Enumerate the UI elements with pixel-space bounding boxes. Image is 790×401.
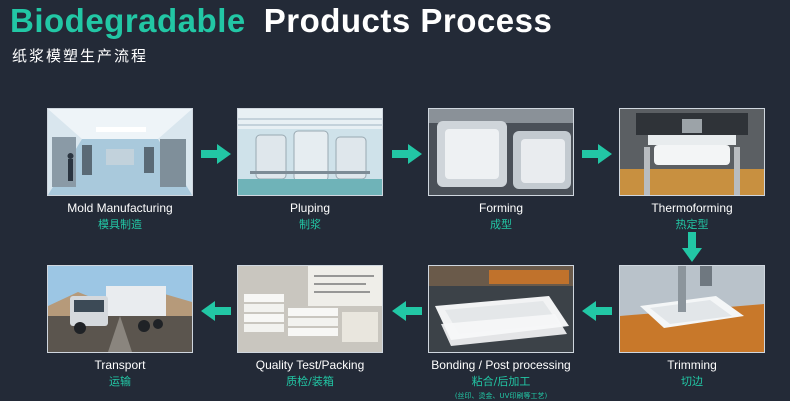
step-label-zh: 粘合/后加工 (471, 375, 531, 388)
step-label-zh: 运输 (109, 375, 131, 388)
step-label-en: Bonding / Post processing (431, 358, 571, 372)
transport-photo (47, 265, 193, 353)
step-quality-test-packing: Quality Test/Packing 质检/装箱 (237, 265, 383, 389)
step-label-en: Mold Manufacturing (67, 201, 173, 215)
step-label-en: Pluping (289, 201, 331, 215)
pluping-photo (237, 108, 383, 196)
page-title: Biodegradable Products Process (10, 2, 552, 40)
arrow-right-icon (582, 144, 612, 164)
step-label-zh: 切边 (681, 375, 703, 388)
step-label-zh: 制浆 (299, 218, 321, 231)
step-label-en: Trimming (667, 358, 717, 372)
arrow-down-icon (682, 232, 702, 262)
step-trimming: Trimming 切边 (619, 265, 765, 389)
step-label-en: Quality Test/Packing (255, 358, 365, 372)
mold-manufacturing-photo (47, 108, 193, 196)
step-label-en: Thermoforming (651, 201, 733, 215)
arrow-left-icon (201, 301, 231, 321)
step-label-zh: 质检/装箱 (286, 375, 334, 388)
thermoforming-photo (619, 108, 765, 196)
title-green: Biodegradable (10, 2, 246, 39)
bonding-photo (428, 265, 574, 353)
step-thermoforming: Thermoforming 热定型 (619, 108, 765, 232)
step-label-zh: 热定型 (675, 218, 709, 231)
arrow-right-icon (392, 144, 422, 164)
step-label-zh: 成型 (490, 218, 512, 231)
forming-photo (428, 108, 574, 196)
trimming-photo (619, 265, 765, 353)
arrow-left-icon (392, 301, 422, 321)
arrow-right-icon (201, 144, 231, 164)
step-label-en: Forming (478, 201, 523, 215)
arrow-left-icon (582, 301, 612, 321)
step-label-note: (丝印、烫金、UV印刷等工艺) (454, 392, 548, 400)
step-transport: Transport 运输 (47, 265, 193, 389)
quality-test-packing-photo (237, 265, 383, 353)
step-pluping: Pluping 制浆 (237, 108, 383, 232)
page-subtitle: 纸浆模塑生产流程 (12, 47, 149, 65)
step-label-zh: 模具制造 (98, 218, 142, 231)
step-bonding-post-processing: Bonding / Post processing 粘合/后加工 (丝印、烫金、… (428, 265, 574, 401)
step-forming: Forming 成型 (428, 108, 574, 232)
step-label-en: Transport (94, 358, 146, 372)
step-mold-manufacturing: Mold Manufacturing 模具制造 (47, 108, 193, 232)
title-white: Products Process (263, 2, 553, 39)
